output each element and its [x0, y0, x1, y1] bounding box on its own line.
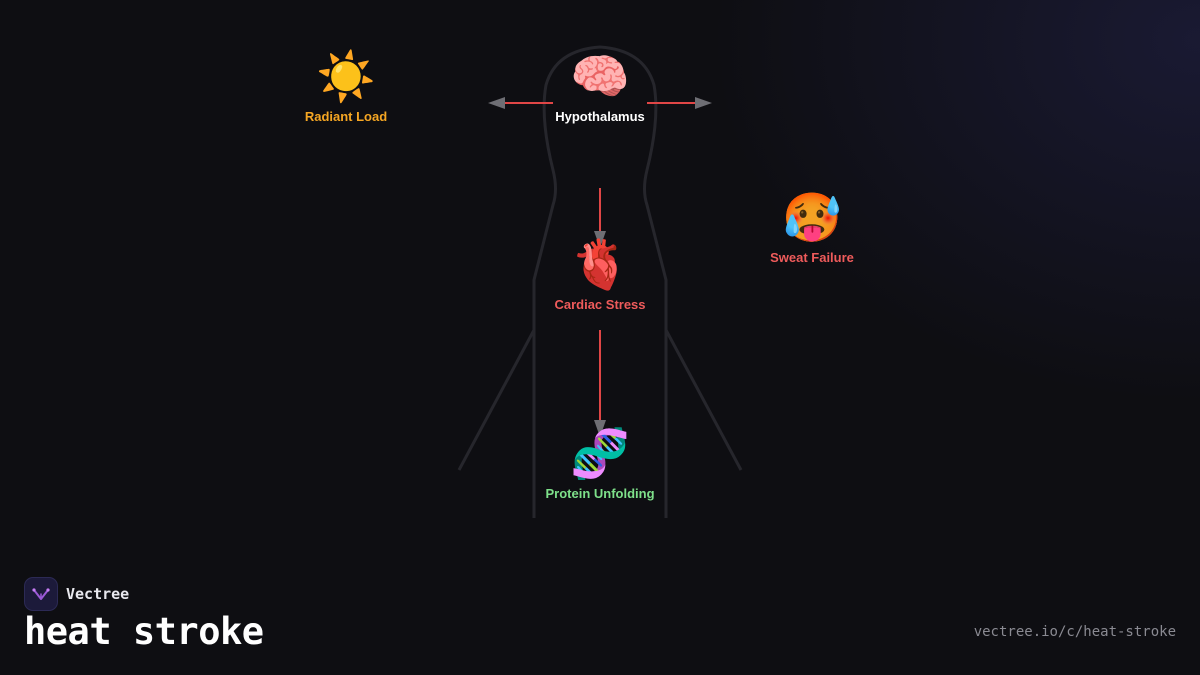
hot-face-icon: 🥵	[782, 190, 842, 246]
brain-icon: 🧠	[570, 49, 630, 105]
brand-name: Vectree	[66, 585, 130, 603]
page-url[interactable]: vectree.io/c/heat-stroke	[973, 624, 1176, 640]
node-label: Sweat Failure	[770, 250, 854, 265]
node-cardiac-stress[interactable]: 🫀 Cardiac Stress	[554, 237, 645, 312]
vectree-logo-icon	[24, 577, 58, 611]
arrowhead-hypothalamus-to-sweat	[695, 97, 712, 109]
arrowhead-hypothalamus-to-cardiac	[594, 231, 606, 248]
body-diagram	[457, 45, 743, 518]
arrowhead-cardiac-to-protein	[594, 420, 606, 437]
node-label: Cardiac Stress	[554, 297, 646, 312]
node-radiant-load[interactable]: ☀️ Radiant Load	[305, 49, 387, 124]
node-label: Protein Unfolding	[545, 486, 655, 501]
node-protein-unfolding[interactable]: 🧬 Protein Unfolding	[545, 426, 654, 501]
body-silhouette	[532, 45, 668, 518]
silhouette-right-arm	[664, 329, 743, 471]
edges-layer	[488, 97, 712, 437]
brand[interactable]: Vectree	[24, 577, 129, 611]
node-hypothalamus[interactable]: 🧠 Hypothalamus	[555, 49, 645, 124]
node-label: Radiant Load	[304, 109, 388, 124]
page-title: heat stroke	[24, 610, 264, 653]
dna-icon: 🧬	[570, 426, 630, 482]
node-label: Hypothalamus	[555, 109, 645, 124]
node-sweat-failure[interactable]: 🥵 Sweat Failure	[770, 190, 854, 265]
sun-icon: ☀️	[316, 49, 376, 105]
anatomical-heart-icon: 🫀	[570, 237, 630, 293]
silhouette-left-arm	[457, 329, 536, 471]
arrowhead-hypothalamus-to-radiant	[488, 97, 505, 109]
